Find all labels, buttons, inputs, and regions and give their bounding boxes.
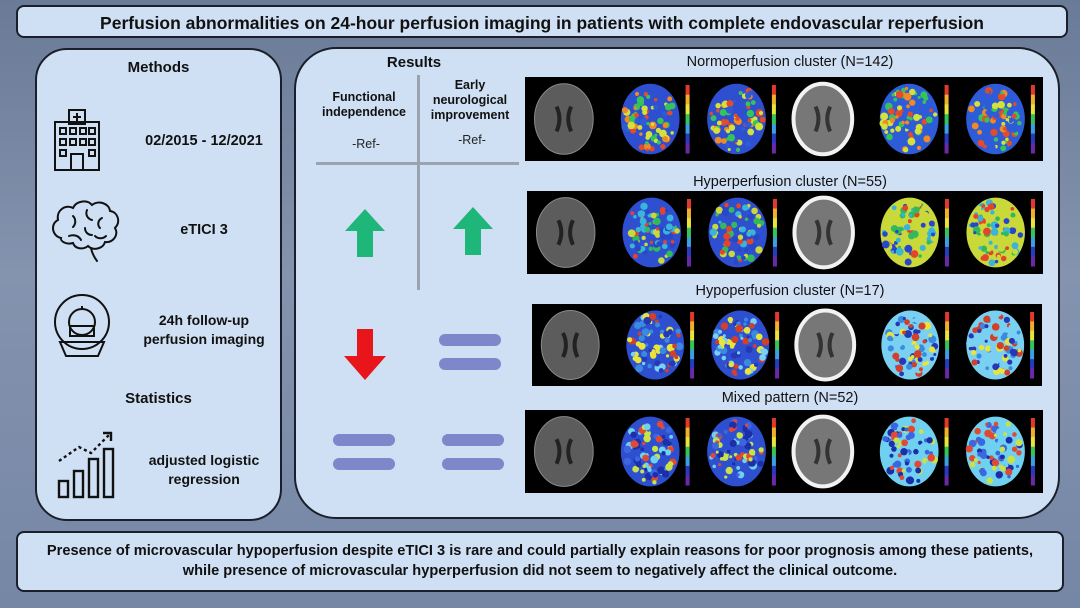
title-banner: Perfusion abnormalities on 24-hour perfu… [16,5,1068,38]
page-title: Perfusion abnormalities on 24-hour perfu… [100,13,984,33]
cluster-label-hyperperfusion: Hyperperfusion cluster (N=55) [693,174,887,190]
cluster-label-normoperfusion: Normoperfusion cluster (N=142) [686,54,894,70]
perfusion-image-strip-hyperperfusion [527,191,1043,274]
brain-icon [52,200,120,262]
methods-followup: 24h follow-up perfusion imaging [143,312,265,347]
perfusion-image-strip-normoperfusion [525,77,1043,161]
cluster-label-mixed: Mixed pattern (N=52) [721,390,859,406]
perfusion-image-strip-mixed [525,410,1043,493]
up-arrow-icon [453,207,493,255]
conclusion-text: Presence of microvascular hypoperfusion … [46,543,1034,579]
equal-sign-icon [439,358,501,370]
equal-sign-icon [333,458,395,470]
equal-sign-icon [333,434,395,446]
hospital-icon [54,109,100,171]
methods-eTICI: eTICI 3 [180,222,228,238]
up-arrow-icon [345,209,385,257]
statistics-method: adjusted logistic regression [148,452,260,487]
reference-label-functional: -Ref- [352,137,380,151]
table-vertical-divider [417,75,420,290]
cluster-label-hypoperfusion: Hypoperfusion cluster (N=17) [695,283,885,299]
results-heading: Results [386,54,442,71]
column-header-early-neurological-improvement: Early neurological improvement [430,78,510,122]
statistics-heading: Statistics [125,390,192,407]
down-arrow-icon [344,329,386,380]
methods-period: 02/2015 - 12/2021 [145,133,263,149]
perfusion-image-strip-hypoperfusion [532,304,1042,386]
equal-sign-icon [442,458,504,470]
methods-heading: Methods [127,59,190,76]
methods-panel: Methods 02/2015 - 12/2021 eTICI 3 24h fo… [35,48,282,521]
column-header-functional-independence: Functional independence [321,90,407,119]
conclusion-banner: Presence of microvascular hypoperfusion … [16,531,1064,592]
ct-scanner-icon [54,294,110,357]
growth-chart-icon [57,431,115,499]
equal-sign-icon [442,434,504,446]
equal-sign-icon [439,334,501,346]
reference-label-early: -Ref- [458,133,486,147]
